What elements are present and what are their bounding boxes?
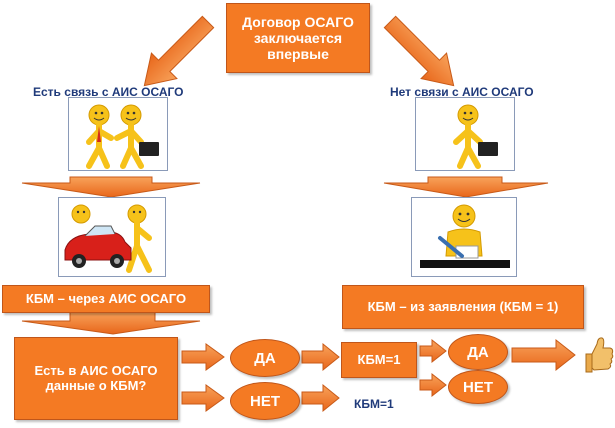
writing-picture: [411, 197, 517, 277]
right-result-box: КБМ – из заявления (КБМ = 1): [342, 285, 584, 329]
arrow-kbm-to-yes2: [419, 338, 447, 364]
car-picture: [58, 197, 166, 277]
top-box: Договор ОСАГО заключается впервые: [226, 3, 370, 73]
left-result-box: КБМ – через АИС ОСАГО: [2, 285, 210, 313]
arrow-to-no: [181, 384, 225, 412]
smiley-people-car-icon: [64, 204, 152, 273]
left-branch-label: Есть связь с АИС ОСАГО: [33, 85, 184, 99]
yes2-oval: ДА: [448, 334, 508, 370]
arrow-to-yes: [181, 343, 225, 371]
no2-oval: НЕТ: [448, 370, 508, 404]
kbm-box: КБМ=1: [341, 342, 417, 378]
arrow-yes-to-kbm: [301, 342, 340, 372]
smiley-person-writing-icon: [420, 204, 510, 268]
yes-oval: ДА: [230, 339, 300, 377]
no-oval: НЕТ: [230, 382, 300, 420]
arrow-kbm-to-no2: [419, 372, 447, 398]
arrow-wide-down-left: [21, 176, 201, 198]
question-box: Есть в АИС ОСАГО данные о КБМ?: [14, 337, 178, 420]
arrow-top-right: [383, 15, 455, 87]
arrow-wide-down-left-2: [21, 311, 201, 335]
arrow-top-left: [143, 15, 215, 87]
smiley-people-handshake-icon: [86, 104, 159, 169]
briefcase-picture: [415, 97, 515, 171]
arrow-yes2-to-thumb: [511, 338, 576, 372]
smiley-person-briefcase-icon: [453, 104, 498, 169]
arrow-no-to-kbm: [301, 383, 340, 413]
handshake-picture: [68, 97, 168, 171]
kbm-text: КБМ=1: [354, 397, 394, 411]
arrow-wide-down-right: [383, 176, 549, 198]
thumbs-up-icon: [585, 337, 614, 373]
right-branch-label: Нет связи с АИС ОСАГО: [390, 85, 534, 99]
